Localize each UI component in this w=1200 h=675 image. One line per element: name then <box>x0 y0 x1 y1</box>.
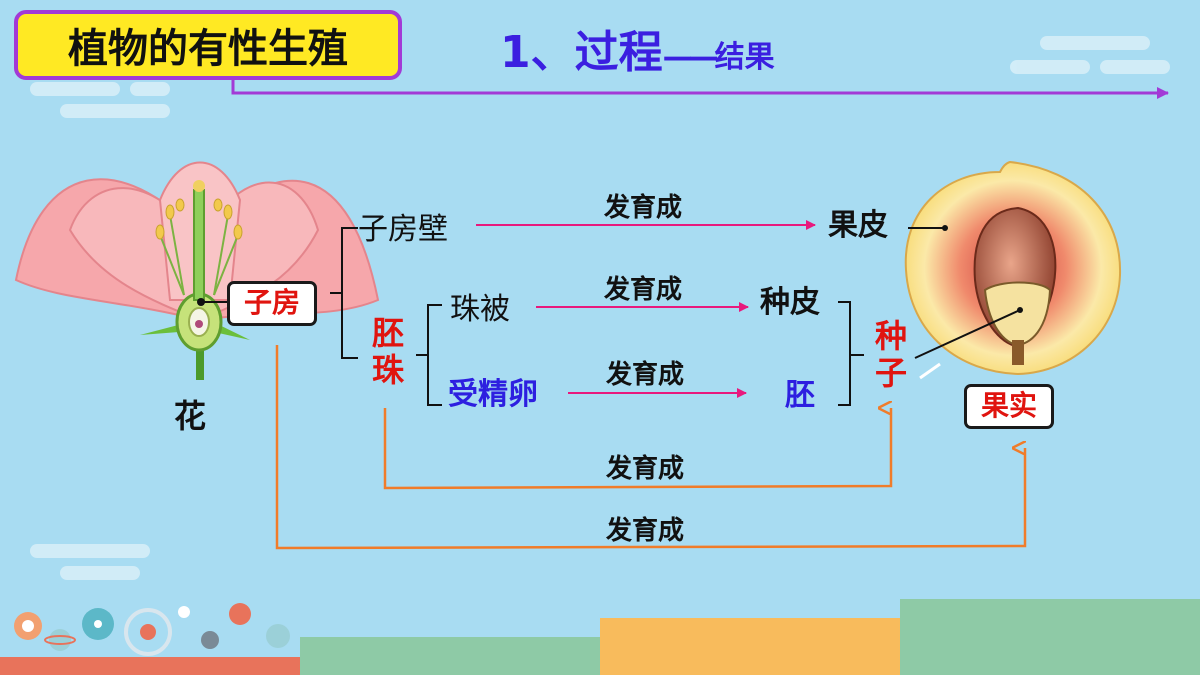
subtitle-result: 结果 <box>714 40 775 75</box>
seed-bracket <box>838 301 864 406</box>
arrow-label-1: 发育成 <box>604 193 683 223</box>
embryo-label: 胚 <box>785 378 815 413</box>
ovary-wall-label: 子房壁 <box>358 212 448 247</box>
subtitle-number: 1、过程 <box>500 27 663 78</box>
flower-illustration <box>14 161 380 380</box>
integument-label: 珠被 <box>450 292 510 327</box>
title-underline-arrow <box>231 80 1169 99</box>
fertilized-egg-label: 受精卵 <box>448 377 538 412</box>
seed-label: 种子 <box>874 317 907 392</box>
arrow-ovule-to-seed <box>383 408 893 490</box>
subtitle-dash: —— <box>662 40 719 75</box>
arrow-ovary-to-fruit <box>275 345 1027 550</box>
arrow-label-5: 发育成 <box>606 516 685 546</box>
bottom-bar-2 <box>300 637 600 675</box>
section-subtitle: 1、过程——结果 <box>500 16 775 80</box>
page-title: 植物的有性生殖 <box>14 10 402 80</box>
arrow-label-4: 发育成 <box>606 454 685 484</box>
flower-label: 花 <box>174 397 207 435</box>
bottom-bar-1 <box>0 657 300 675</box>
bottom-bar-3 <box>600 618 900 675</box>
ovule-label: 胚珠 <box>371 314 404 389</box>
space-icons <box>14 603 290 656</box>
fruit-illustration <box>904 160 1122 380</box>
ovary-bracket <box>330 227 358 359</box>
pericarp-label: 果皮 <box>828 208 888 243</box>
arrow-label-3: 发育成 <box>606 360 685 390</box>
seed-coat-label: 种皮 <box>760 285 820 320</box>
ovary-label: 子房 <box>227 281 318 326</box>
arrow-label-2: 发育成 <box>604 275 683 305</box>
fruit-label: 果实 <box>964 384 1055 429</box>
ovule-bracket <box>416 304 442 406</box>
bottom-bar-4 <box>900 599 1200 675</box>
